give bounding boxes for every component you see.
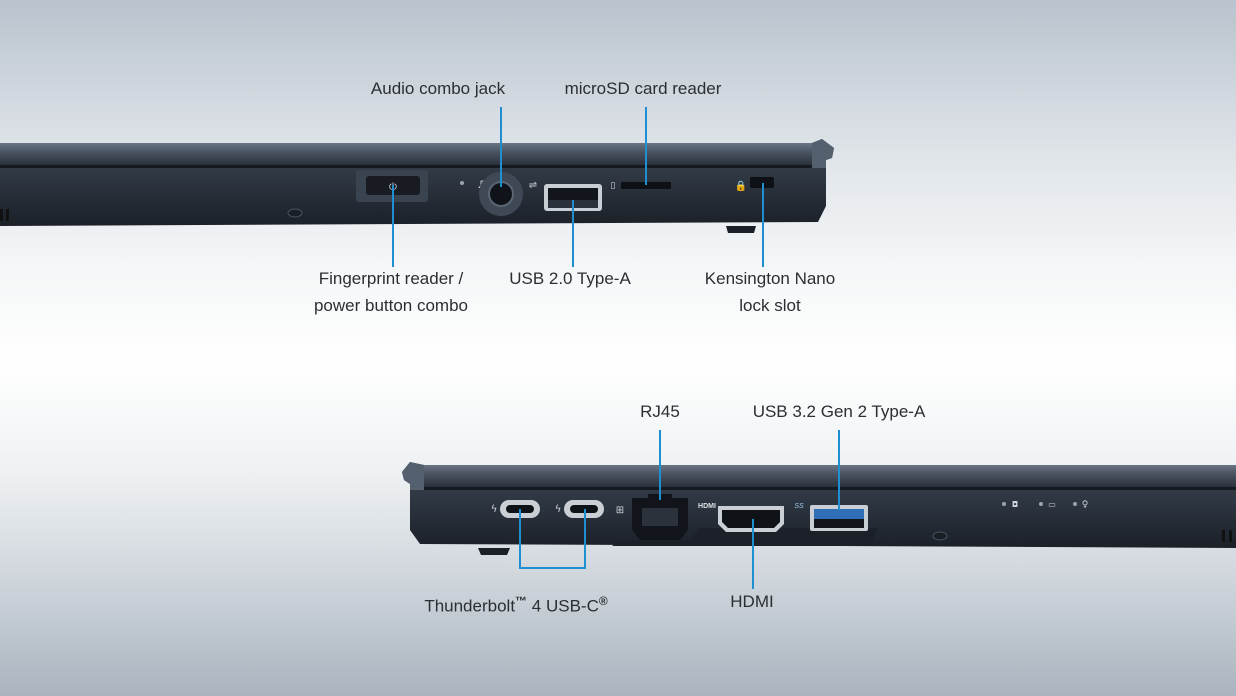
rj45-leader-line [659, 430, 661, 500]
led-power [1073, 502, 1077, 506]
label-fingerprint-line1: Fingerprint reader / [318, 269, 464, 288]
battery-icon: ▭ [1048, 500, 1056, 509]
led-battery [1039, 502, 1043, 506]
label-hdmi: HDMI [730, 592, 774, 611]
laptop-right-side: ϟ ϟ ⊞ HDMI SS ◘ ▭ ♀ [402, 462, 1236, 555]
microsd-slot [621, 182, 671, 189]
usb32-leader-line [838, 430, 840, 510]
audio-leader-line [500, 107, 502, 187]
label-kensington-line1: Kensington Nano [704, 269, 836, 288]
network-icon: ⊞ [616, 505, 624, 516]
label-usb20: USB 2.0 Type-A [509, 269, 631, 288]
storage-icon: ◘ [1012, 500, 1018, 509]
label-fingerprint-line2: power button combo [313, 296, 469, 315]
label-microsd-card-reader: microSD card reader [564, 79, 722, 98]
sd-icon: ▯ [611, 181, 616, 191]
tb-trademark: ™ [515, 594, 528, 608]
hdmi-tag: HDMI [698, 503, 716, 510]
superspeed-icon: SS [794, 503, 804, 510]
tb-leader-bracket [519, 567, 586, 569]
led-storage [1002, 502, 1006, 506]
laptop-left-side: ⏻ ♬ ⇌ ▯ 🔒 [0, 139, 834, 233]
label-rj45: RJ45 [640, 402, 680, 421]
tb-rest-text: 4 USB-C [527, 596, 599, 616]
status-led [460, 181, 464, 185]
usb20-leader-line [572, 200, 574, 267]
usb-icon: ⇌ [529, 180, 537, 191]
microsd-leader-line [645, 107, 647, 185]
label-thunderbolt: Thunderbolt™ 4 USB-C® [405, 588, 627, 620]
label-audio-combo-jack: Audio combo jack [370, 79, 506, 98]
lock-icon: 🔒 [735, 180, 747, 192]
label-kensington-line2: lock slot [739, 296, 801, 315]
fingerprint-leader-line [392, 185, 394, 267]
tb-leader-line-2 [584, 509, 586, 569]
hdmi-leader-line [752, 519, 754, 589]
kensington-slot [750, 177, 774, 188]
tb-main-text: Thunderbolt [424, 596, 516, 616]
label-usb32: USB 3.2 Gen 2 Type-A [752, 402, 926, 421]
kensington-leader-line [762, 183, 764, 267]
thunderbolt-icon-2: ϟ [555, 504, 562, 515]
tb-registered: ® [598, 594, 608, 608]
tb-leader-line-1 [519, 509, 521, 569]
thunderbolt-icon: ϟ [491, 504, 498, 515]
bulb-icon: ♀ [1082, 500, 1089, 510]
